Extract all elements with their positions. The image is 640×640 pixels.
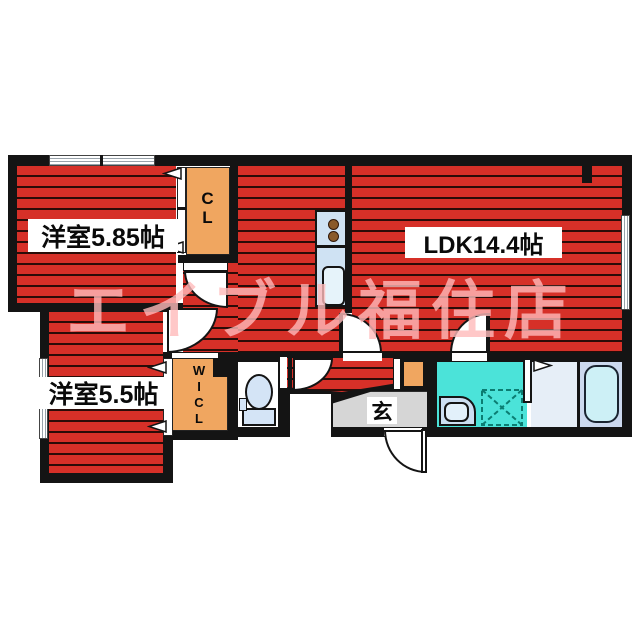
room-label-western-5-85: 洋室5.85帖 — [28, 219, 178, 252]
genkan-door-panel — [393, 358, 401, 390]
walk-in-closet-pillar — [213, 358, 228, 377]
wicl-arrow-icon — [147, 361, 167, 374]
window-top-divider — [100, 155, 103, 166]
floor-bathroom — [531, 362, 577, 427]
doorway-washroom — [452, 353, 487, 361]
store-watermark: エイブル福住店 — [66, 275, 577, 347]
wall-closet-bottom — [178, 255, 238, 263]
wall-left-upper — [8, 155, 17, 312]
bathroom-door-panel — [523, 358, 532, 403]
counter-divider — [317, 245, 345, 248]
wash-basin-bowl-icon — [444, 402, 469, 422]
room-label-western-5-5: 洋室5.5帖 — [38, 377, 169, 409]
doorway-room2 — [172, 353, 218, 361]
wall-wicl-bottom — [163, 431, 230, 440]
shoe-cabinet — [402, 360, 425, 388]
doorway-toilet — [280, 357, 287, 388]
washer-pan-icon — [481, 389, 523, 426]
wicl-arrow-icon — [147, 420, 167, 433]
toilet-door-leaf — [288, 358, 292, 391]
washroom-door-leaf — [487, 313, 490, 354]
wall-top — [8, 155, 632, 166]
wall-kitchen — [345, 166, 352, 313]
kitchen-unit-icon — [315, 210, 347, 307]
kitchen-sink-icon — [322, 266, 345, 306]
exterior-notch — [290, 394, 331, 437]
closet-door-divider — [177, 207, 186, 210]
toilet-tank-icon — [242, 408, 276, 426]
stove-burner-icon — [328, 231, 339, 242]
stove-burner-icon — [328, 219, 339, 230]
closet-label: CL — [198, 189, 217, 227]
wall-pillar — [582, 166, 592, 183]
bathroom-arrow-icon — [533, 359, 553, 372]
front-door-leaf — [421, 429, 427, 473]
walk-in-closet-label: WICL — [191, 363, 207, 427]
window-left-lower — [39, 406, 48, 439]
wall-closet-right — [230, 166, 238, 263]
window-right — [621, 215, 630, 310]
window-left-upper — [39, 358, 48, 379]
room-label-ldk: LDK14.4帖 — [405, 227, 562, 259]
front-door-swing — [384, 430, 426, 473]
wall-room2-bottom — [40, 473, 173, 483]
wall-bottom — [228, 427, 632, 437]
wall-room1-bottom — [8, 303, 183, 312]
ldk-door-leaf — [339, 313, 342, 355]
doorway-ldk — [343, 353, 382, 361]
bathroom-divider — [577, 362, 580, 427]
toilet-flush-icon — [239, 398, 247, 411]
closet-arrow-icon — [162, 167, 182, 180]
wall-wicl-toilet — [228, 352, 238, 440]
bathtub-icon — [584, 365, 619, 423]
entrance-label: 玄 — [367, 397, 397, 424]
closet-box — [186, 167, 230, 255]
toilet-bowl-icon — [245, 374, 273, 410]
